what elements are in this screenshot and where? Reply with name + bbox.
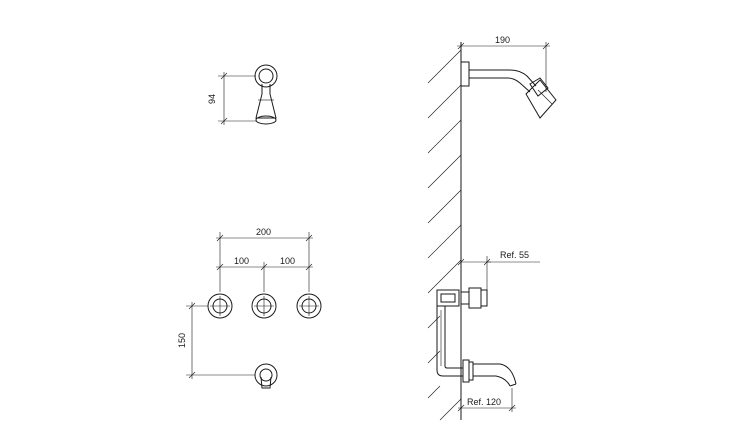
dimension-spout-projection-ref: Ref. 120 [457,388,516,412]
valve-spacing-left-label: 100 [234,256,249,266]
valve-right [296,293,322,319]
side-view-spout [468,361,517,387]
valve-depth-ref-label: Ref. 55 [500,250,529,260]
front-view-valves [207,293,322,319]
valve-spacing-total-label: 200 [256,227,271,237]
dimension-shower-arm-height: 94 [207,72,256,125]
dimension-valve-spacing-total: 200 [216,227,313,292]
shower-arm-height-label: 94 [207,94,217,104]
side-view-shower-arm [460,61,557,119]
spout-offset-label: 150 [177,333,187,348]
valve-spacing-right-label: 100 [280,256,295,266]
valve-center [251,293,277,319]
front-view-shower-head [254,64,278,125]
front-view-spout [254,363,278,389]
shower-arm-projection-label: 190 [495,35,510,45]
dimension-spout-offset: 150 [177,302,255,379]
dimension-valve-depth-ref: Ref. 55 [457,250,540,294]
valve-left [207,293,233,319]
side-view-valve-body [436,287,488,383]
dimension-shower-arm-projection: 190 [457,35,550,92]
spout-projection-ref-label: Ref. 120 [467,397,501,407]
dimension-valve-spacing: 100 100 [216,256,313,292]
side-view-wall [427,42,462,421]
